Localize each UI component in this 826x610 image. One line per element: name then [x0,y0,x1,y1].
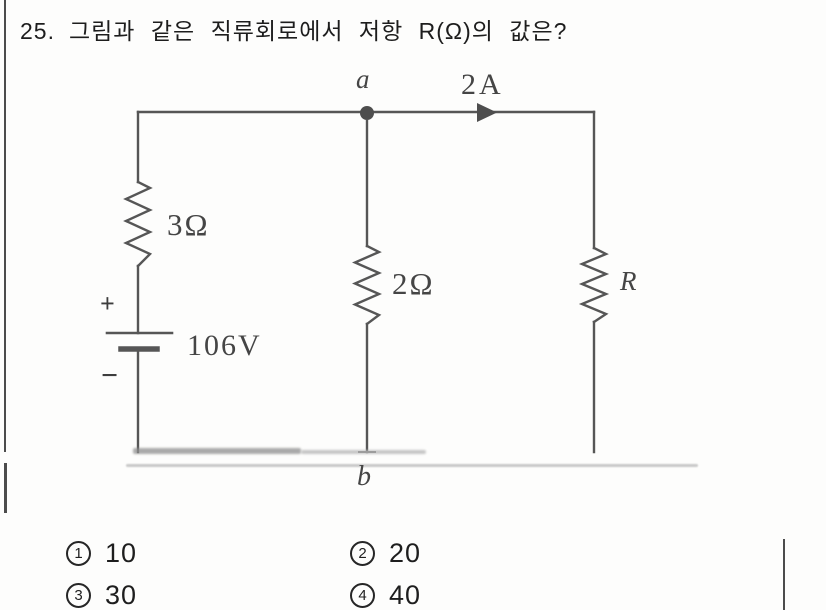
choice-2: 2 20 [350,538,421,569]
node-b-label: b [357,461,371,492]
resistor-2ohm-zigzag [352,244,382,326]
node-a-dot [360,106,374,120]
choice-1-circled-number: 1 [66,541,91,566]
choice-1: 1 10 [66,538,137,569]
current-label: 2A [461,68,504,101]
battery-voltage-label: 106V [187,329,262,362]
question-text: 그림과 같은 직류회로에서 저항 R(Ω)의 값은? [68,18,568,44]
question-line: 25. 그림과 같은 직류회로에서 저항 R(Ω)의 값은? [20,12,567,46]
resistor-3ohm-label: 3Ω [167,207,210,242]
question-number: 25. [20,18,55,44]
resistor-r-label: R [620,266,637,296]
resistor-r-zigzag [578,246,610,324]
choice-3-value: 30 [105,580,138,610]
node-a-label: a [356,64,370,94]
choice-1-value: 10 [105,538,138,568]
left-border-line-top [4,0,6,452]
choice-3: 3 30 [66,580,137,610]
choice-4-circled-number: 4 [350,583,375,608]
left-border-line-bottom [4,463,7,513]
choice-4-value: 40 [389,580,422,610]
bottom-wire-smudge-mid [301,450,426,454]
choice-4: 4 40 [350,580,421,610]
resistor-2ohm-label: 2Ω [392,266,435,301]
bottom-wire-smudge-dark [133,448,301,454]
choice-3-circled-number: 3 [66,583,91,608]
bottom-wire-faded-line [126,464,698,467]
choice-2-circled-number: 2 [350,541,375,566]
battery-minus-sign: − [101,359,119,392]
resistor-3ohm-zigzag [123,180,153,268]
right-border-line [783,539,785,610]
current-arrowhead-icon [477,103,497,122]
battery-plus-sign: + [100,289,115,318]
choice-2-value: 20 [389,538,422,568]
